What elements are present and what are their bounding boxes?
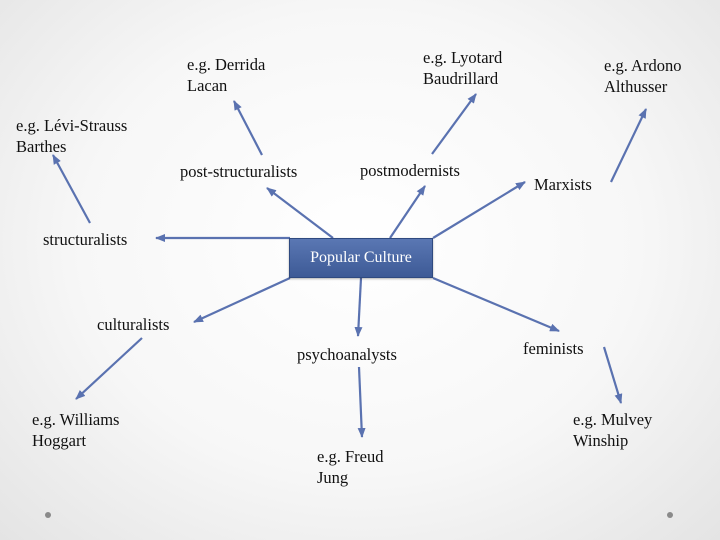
psychoanalysts-example: e.g. Freud Jung <box>317 447 384 487</box>
center-node: Popular Culture <box>289 238 433 278</box>
postmodernists-label: postmodernists <box>360 161 460 180</box>
arrow-psychoanalysts-example <box>357 366 366 438</box>
psychoanalysts-label: psychoanalysts <box>297 345 397 364</box>
arrow-to-postmodernists <box>389 185 426 239</box>
arrow-marxists-example <box>610 108 647 183</box>
arrow-to-feminists <box>432 276 560 333</box>
post-structuralists-label: post-structuralists <box>180 162 298 181</box>
slide-dot-left <box>45 512 51 518</box>
arrow-to-post-structuralists <box>266 187 334 239</box>
arrow-feminists-example <box>602 346 623 404</box>
arrow-post-structuralists-example <box>233 100 263 156</box>
arrow-postmodernists-example <box>431 93 477 155</box>
arrow-to-marxists <box>432 181 526 239</box>
culturalists-label: culturalists <box>97 315 170 334</box>
culturalists-example: e.g. Williams Hoggart <box>32 410 120 450</box>
arrow-to-culturalists <box>193 277 291 323</box>
arrow-to-psychoanalysts <box>354 277 363 337</box>
arrow-culturalists-example <box>75 337 143 400</box>
structuralists-example: e.g. Lévi-Strauss Barthes <box>16 116 128 156</box>
arrow-structuralists-example <box>52 154 91 224</box>
feminists-example: e.g. Mulvey Winship <box>573 410 653 450</box>
slide-dot-right <box>667 512 673 518</box>
marxists-label: Marxists <box>534 175 592 194</box>
post-structuralists-example: e.g. Derrida Lacan <box>187 55 266 95</box>
structuralists-label: structuralists <box>43 230 128 249</box>
feminists-label: feminists <box>523 339 584 358</box>
marxists-example: e.g. Ardono Althusser <box>604 56 682 96</box>
postmodernists-example: e.g. Lyotard Baudrillard <box>423 48 503 88</box>
